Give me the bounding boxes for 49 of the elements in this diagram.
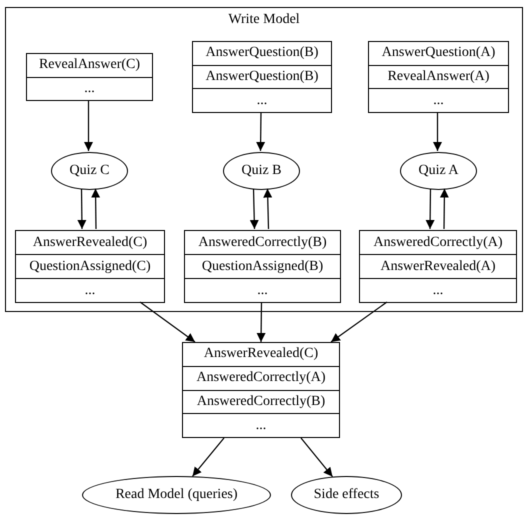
node-label: Quiz B — [241, 163, 282, 179]
record-field: ... — [256, 418, 266, 434]
node-label: Quiz A — [418, 163, 459, 179]
arrow — [250, 188, 259, 230]
arrow — [84, 100, 93, 151]
record-field: AnswerRevealed(A) — [380, 258, 496, 274]
arrow — [263, 188, 272, 230]
record-field: RevealAnswer(C) — [38, 57, 140, 74]
arrow — [192, 438, 224, 477]
record-field: ... — [257, 282, 268, 298]
record-field: ... — [432, 282, 444, 298]
record-box — [192, 41, 332, 113]
node-label: Read Model (queries) — [115, 487, 238, 503]
record-field: AnswerRevealed(C) — [204, 346, 318, 362]
record-box — [359, 230, 517, 303]
arrow — [440, 188, 449, 229]
record-field: QuestionAssigned(B) — [202, 258, 324, 274]
record-box — [182, 342, 340, 438]
record-field: AnsweredCorrectly(A) — [373, 234, 503, 250]
record-field: AnsweredCorrectly(B) — [196, 394, 326, 410]
group-title: Write Model — [227, 11, 301, 29]
record-box — [26, 53, 153, 101]
record-box — [15, 230, 165, 303]
arrow — [256, 302, 266, 342]
node-label: Side effects — [314, 487, 380, 503]
record-field: QuestionAssigned(C) — [29, 258, 151, 274]
record-box — [184, 230, 341, 303]
record-field: AnsweredCorrectly(B) — [198, 234, 327, 250]
arrow — [140, 302, 196, 342]
node-label: Quiz C — [69, 163, 110, 179]
record-field: RevealAnswer(A) — [388, 69, 490, 85]
record-field: ... — [433, 92, 444, 109]
record-field: AnswerQuestion(A) — [382, 45, 496, 62]
record-field: ... — [256, 92, 268, 109]
arrow — [433, 112, 442, 151]
record-field: ... — [84, 80, 95, 97]
arrow — [77, 188, 86, 229]
arrow — [426, 188, 435, 229]
record-box — [368, 41, 509, 113]
record-field: AnswerQuestion(B) — [206, 69, 318, 85]
arrow — [330, 302, 388, 342]
arrow — [300, 438, 333, 477]
record-field: AnswerRevealed(C) — [32, 234, 148, 250]
record-field: ... — [84, 282, 96, 298]
group-frame — [5, 7, 523, 312]
arrow — [91, 188, 100, 229]
record-field: AnswerQuestion(B) — [206, 45, 318, 62]
arrow — [256, 112, 266, 151]
record-field: AnsweredCorrectly(A) — [196, 370, 326, 386]
